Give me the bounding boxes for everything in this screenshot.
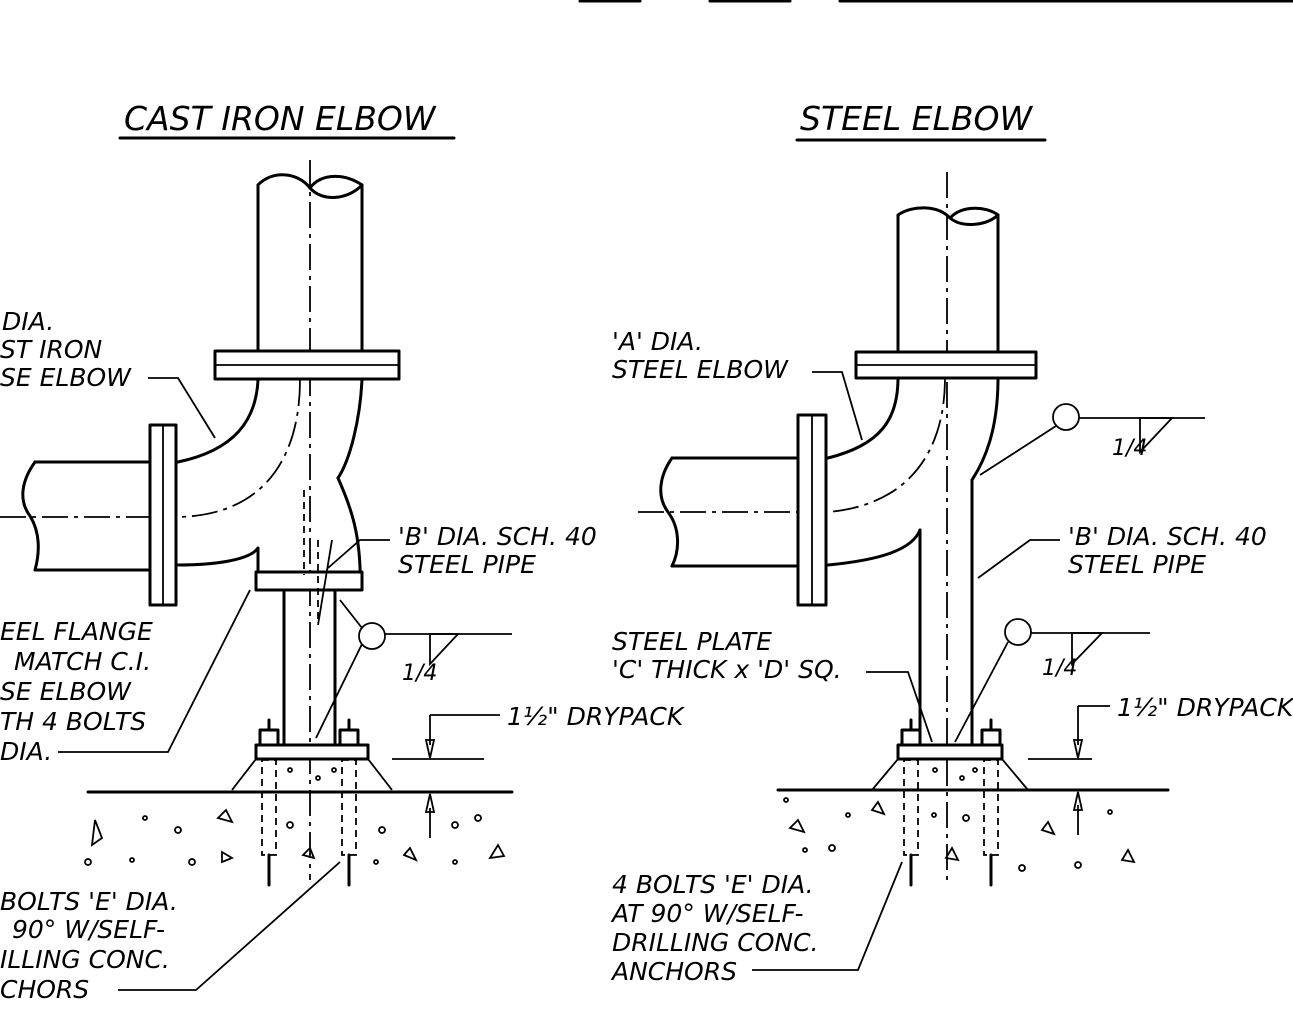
svg-text:DIA.: DIA. [0,737,52,766]
concrete-aggregate [84,767,506,866]
svg-text:'C' THICK x 'D' SQ.: 'C' THICK x 'D' SQ. [612,655,842,684]
drypack-label: 1½" DRYPACK [507,702,686,731]
steel-flange [254,570,364,592]
svg-text:ST IRON: ST IRON [0,335,103,364]
steel-elbow [826,376,1000,567]
steel-plate [896,743,1004,761]
svg-text:MATCH C.I.: MATCH C.I. [14,647,151,676]
svg-text:4 BOLTS 'E' DIA.: 4 BOLTS 'E' DIA. [612,870,814,899]
drypack-dimension [392,714,500,838]
cast-iron-elbow [176,378,364,592]
svg-text:90° W/SELF-: 90° W/SELF- [12,915,165,944]
weld-size-bottom: 1/4 [1042,656,1077,681]
svg-text:AT 90° W/SELF-: AT 90° W/SELF- [610,899,804,928]
steel-elbow-detail: STEEL ELBOW [610,99,1293,986]
svg-text:SE ELBOW: SE ELBOW [0,677,132,706]
svg-text:BOLTS 'E' DIA.: BOLTS 'E' DIA. [0,887,178,916]
elbow-callout: DIA. ST IRON SE ELBOW [0,307,216,439]
upper-pipe [896,206,1000,352]
svg-text:ANCHORS: ANCHORS [610,957,737,986]
svg-text:STEEL ELBOW: STEEL ELBOW [612,355,789,384]
steel-flange-callout: EEL FLANGE MATCH C.I. SE ELBOW TH 4 BOLT… [0,589,251,766]
upper-pipe [256,173,364,352]
svg-text:ILLING CONC.: ILLING CONC. [0,945,170,974]
steel-pipe-callout: 'B' DIA. SCH. 40 STEEL PIPE [317,522,597,626]
anchor-nuts [258,718,360,747]
steel-plate-callout: STEEL PLATE 'C' THICK x 'D' SQ. [612,627,933,743]
weld-size-top: 1/4 [1112,436,1147,461]
elbow-callout: 'A' DIA. STEEL ELBOW [612,327,863,441]
anchor-bolts [261,759,357,887]
svg-text:'A' DIA.: 'A' DIA. [612,327,703,356]
svg-text:'B' DIA. SCH. 40: 'B' DIA. SCH. 40 [1068,522,1267,551]
horizontal-pipe [21,460,152,572]
svg-text:CHORS: CHORS [0,975,89,1004]
svg-text:STEEL PIPE: STEEL PIPE [1068,550,1206,579]
svg-text:'B' DIA. SCH. 40: 'B' DIA. SCH. 40 [398,522,597,551]
drypack [231,758,393,791]
drypack-dimension [1028,705,1110,835]
drypack [871,758,1029,791]
steel-elbow-title: STEEL ELBOW [800,99,1034,138]
anchor-bolts-callout: BOLTS 'E' DIA. 90° W/SELF- ILLING CONC. … [0,861,341,1004]
svg-text:SE ELBOW: SE ELBOW [0,363,132,392]
steel-pipe [918,478,974,747]
weld-symbol-bottom [954,618,1150,743]
svg-text:TH 4 BOLTS: TH 4 BOLTS [0,707,146,736]
anchor-bolts-callout: 4 BOLTS 'E' DIA. AT 90° W/SELF- DRILLING… [610,861,903,986]
anchor-nuts [900,718,1002,747]
svg-text:DIA.: DIA. [2,307,54,336]
svg-text:EEL FLANGE: EEL FLANGE [0,617,153,646]
drypack-label: 1½" DRYPACK [1117,693,1293,722]
steel-pipe-callout: 'B' DIA. SCH. 40 STEEL PIPE [977,522,1267,579]
cast-iron-elbow-title: CAST IRON ELBOW [124,99,437,138]
svg-text:DRILLING CONC.: DRILLING CONC. [612,928,818,957]
svg-text:STEEL PIPE: STEEL PIPE [398,550,536,579]
weld-symbol-top [979,403,1205,476]
anchor-bolts [903,759,999,887]
cast-iron-elbow-detail: CAST IRON ELBOW [0,99,686,1004]
svg-text:STEEL PLATE: STEEL PLATE [612,627,772,656]
steel-pipe [282,490,337,747]
base-plate [254,743,370,761]
weld-symbol [315,599,512,739]
weld-size: 1/4 [402,661,437,686]
horizontal-pipe [659,456,800,568]
concrete-aggregate [783,767,1136,872]
